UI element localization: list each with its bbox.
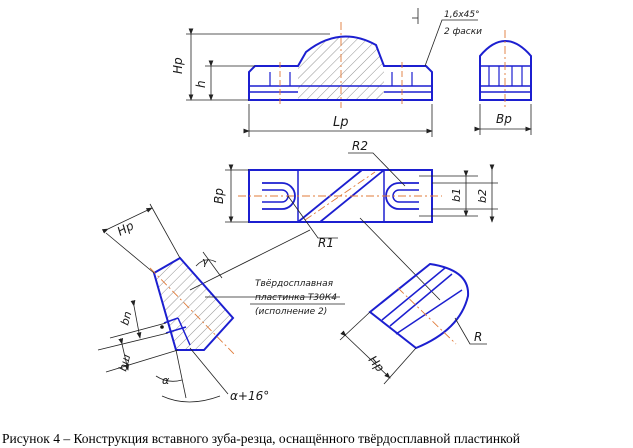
bp-side-label: Bp — [496, 112, 512, 126]
gamma-label: γ — [202, 255, 209, 268]
chamfer-size-label: 1,6x45° — [444, 10, 480, 20]
insert-note-line-1: Твёрдосплавная — [255, 279, 334, 289]
insert-note-line-3: (исполнение 2) — [255, 307, 327, 317]
tooth-section-hatched-body — [152, 256, 235, 351]
b1-label: b1 — [450, 188, 463, 202]
bn-label: bn — [118, 310, 134, 327]
end-view: R Hp — [339, 262, 487, 385]
hp-end-label: Hp — [366, 353, 388, 375]
side-view-outline — [479, 40, 532, 101]
hp-section-label: Hp — [115, 218, 137, 238]
r1-label: R1 — [318, 236, 334, 250]
r-label: R — [474, 330, 482, 344]
chamfer-count-label: 2 фаски — [444, 27, 482, 37]
end-view-outline — [368, 262, 470, 350]
hp-front-label: Hp — [171, 57, 185, 74]
front-view-outline — [248, 35, 433, 101]
top-view: Bp b1 b2 R2 R1 — [189, 139, 498, 301]
r2-label: R2 — [352, 139, 368, 153]
h-label: h — [194, 80, 208, 88]
front-view: Hp h Lp 1,6x45° 2 фаски — [171, 8, 482, 137]
alpha-16-label: α+16° — [230, 389, 269, 403]
bsh-label: bш — [116, 353, 133, 373]
tooth-section: Hp γ bn bш α α+16° Твёрдосплавная пласти… — [97, 203, 345, 403]
b2-label: b2 — [476, 189, 489, 203]
alpha-label: α — [162, 374, 170, 387]
lp-label: Lp — [333, 115, 349, 130]
insert-note-line-2: пластинка Т30К4 — [255, 293, 337, 303]
figure-caption: Рисунок 4 – Конструкция вставного зуба-р… — [2, 431, 520, 446]
side-view: Bp — [474, 30, 532, 135]
bp-top-label: Bp — [212, 188, 226, 204]
